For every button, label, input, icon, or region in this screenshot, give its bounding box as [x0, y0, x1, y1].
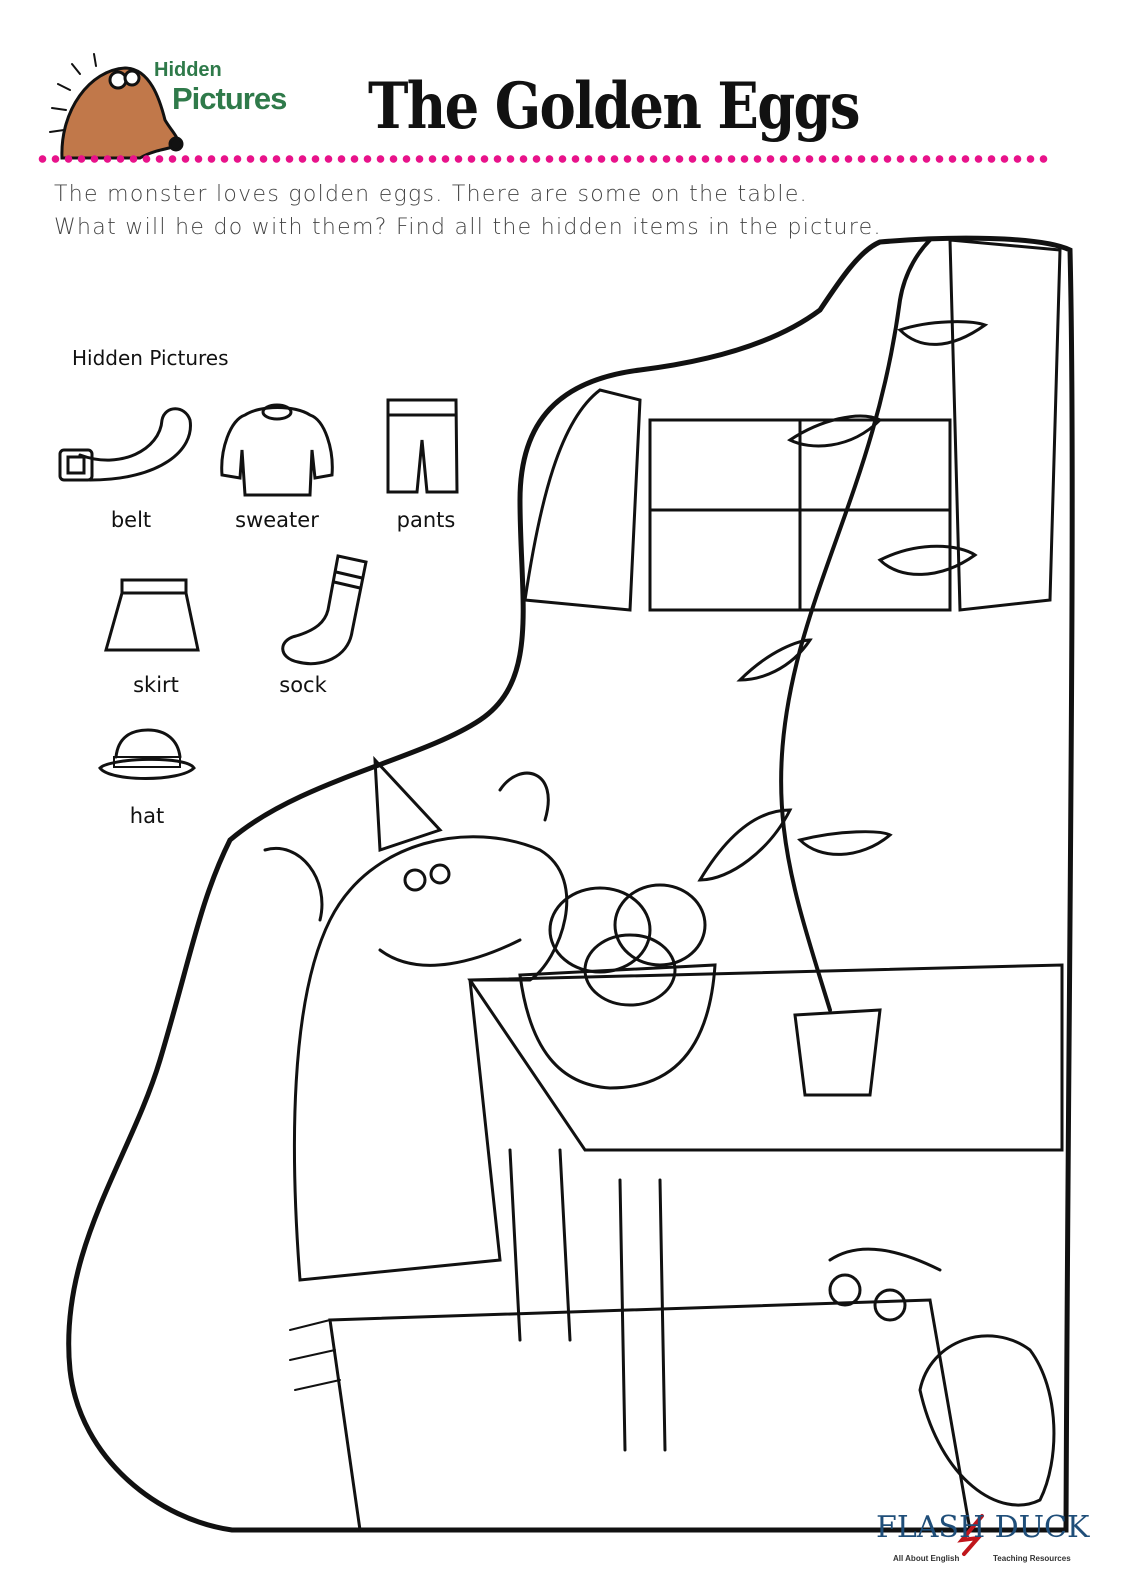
item-label-skirt: skirt — [133, 673, 179, 697]
bolt-icon — [957, 1514, 984, 1556]
skirt-icon — [104, 578, 200, 652]
intro-line-2: What will he do with them? Find all the … — [54, 215, 882, 240]
pants-icon — [386, 398, 459, 494]
item-label-sweater: sweater — [235, 508, 319, 532]
item-label-pants: pants — [396, 508, 456, 532]
scene-frame — [66, 235, 1075, 1533]
sock-icon — [281, 554, 368, 666]
dotted-divider — [36, 154, 1050, 164]
hedgehog-mascot-icon — [49, 53, 184, 160]
footer-tagline-left: All About English — [893, 1554, 960, 1563]
hat-icon — [98, 728, 196, 780]
item-label-belt: belt — [110, 508, 152, 532]
item-label-hat: hat — [129, 804, 165, 828]
belt-icon — [58, 407, 192, 482]
flashduck-logo: FLASH DUCK — [876, 1510, 1090, 1545]
page-title: The Golden Eggs — [368, 69, 860, 144]
logo-line1: Hidden — [154, 59, 222, 81]
footer-tagline-right: Teaching Resources — [993, 1554, 1071, 1563]
hidden-pictures-title: Hidden Pictures — [72, 346, 229, 370]
logo-line2: Pictures — [172, 81, 287, 116]
item-label-sock: sock — [279, 673, 327, 697]
intro-line-1: The monster loves golden eggs. There are… — [54, 182, 808, 207]
sweater-icon — [220, 403, 334, 497]
